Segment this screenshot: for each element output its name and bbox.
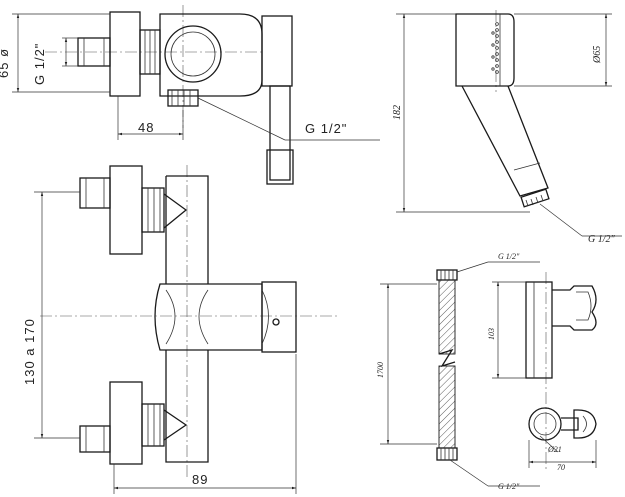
side-view: 65 ø G 1/2" 48 G 1/2" [0, 5, 380, 185]
side-height-label: 65 ø [0, 48, 11, 78]
side-thread-label: G 1/2" [32, 43, 47, 85]
hand-shower-view: 182 Ø65 G 1/2" [392, 10, 622, 245]
front-view: 130 a 170 89 [22, 165, 340, 494]
head-diameter-label: Ø65 [592, 46, 603, 64]
holder-length-label: 103 [487, 328, 496, 340]
front-range-label: 130 a 170 [22, 318, 37, 385]
outlet-thread-label: G 1/2" [305, 121, 347, 136]
head-thread-label: G 1/2" [588, 234, 616, 245]
side-width-label: 48 [138, 120, 154, 135]
spray-holes [491, 22, 499, 74]
holder-diameter-label: Ø21 [547, 445, 562, 454]
front-width-label: 89 [192, 472, 208, 487]
hose-top-thread-label: G 1/2" [498, 252, 520, 261]
holder-view: 103 Ø21 70 [487, 272, 597, 472]
hose-length-label: 1700 [376, 362, 385, 378]
hose-bottom-thread-label: G 1/2" [498, 482, 520, 491]
hose-view: G 1/2" 1700 G 1/2" [376, 252, 540, 491]
holder-width-label: 70 [557, 463, 565, 472]
head-length-label: 182 [392, 105, 403, 120]
